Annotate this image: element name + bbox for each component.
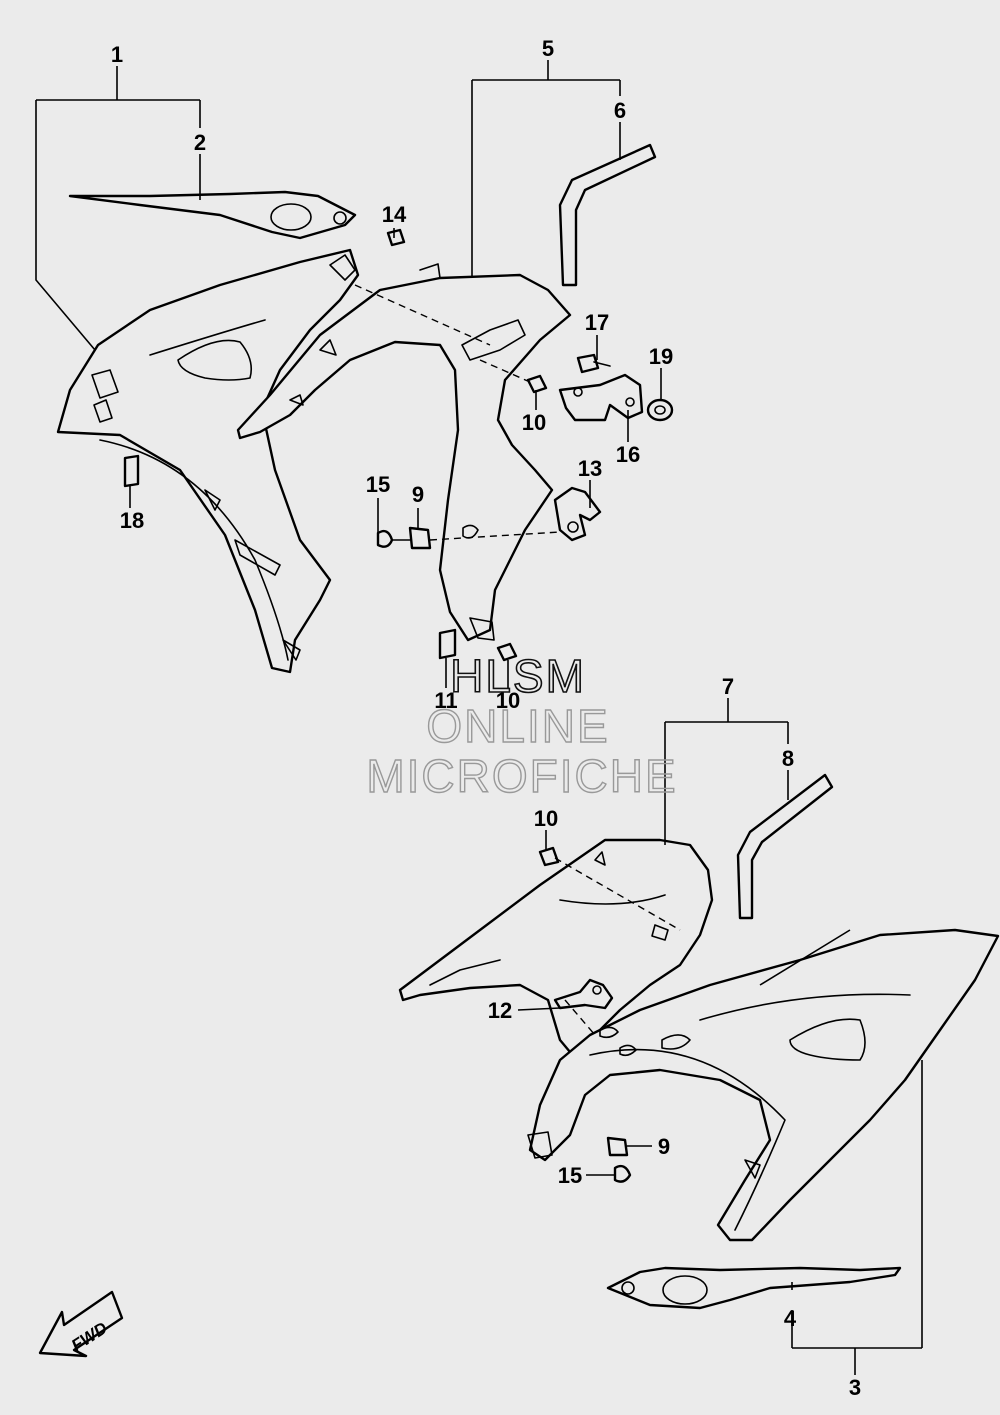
left-side-cowl — [56, 248, 360, 674]
right-nut-9 — [606, 1136, 629, 1157]
left-inner-cowl — [236, 273, 572, 642]
left-grommet — [646, 398, 674, 422]
callout-labels: 1 2 5 6 14 17 19 10 16 13 15 9 18 11 10 … — [111, 36, 861, 1400]
right-side-cowl — [528, 928, 1000, 1242]
callout-1: 1 — [111, 42, 123, 67]
callout-4: 4 — [784, 1306, 797, 1331]
left-side-cowling-assembly — [56, 143, 674, 674]
callout-15-upper: 15 — [366, 472, 390, 497]
left-emblem-strip — [68, 190, 357, 240]
left-clip-18 — [123, 454, 140, 488]
callout-18: 18 — [120, 508, 144, 533]
callout-15-lower: 15 — [558, 1163, 582, 1188]
left-screw-14 — [386, 228, 406, 247]
left-panel-strip — [558, 143, 657, 287]
leader-lines — [35, 60, 923, 1375]
callout-5: 5 — [542, 36, 554, 61]
left-screw-10b — [496, 642, 518, 662]
right-emblem-strip — [606, 1266, 902, 1310]
right-bolt-15 — [613, 1164, 632, 1183]
callout-10-middle: 10 — [496, 688, 520, 713]
callout-16: 16 — [616, 442, 640, 467]
callout-11: 11 — [434, 688, 457, 713]
callout-3: 3 — [849, 1375, 861, 1400]
left-nut-9 — [408, 526, 432, 550]
right-screw-10 — [538, 846, 560, 867]
callout-9-lower: 9 — [658, 1134, 670, 1159]
watermark-hlsm: HLSM — [450, 650, 586, 702]
callout-2: 2 — [194, 130, 206, 155]
right-bracket-12 — [553, 978, 614, 1010]
watermark: HLSM ONLINE MICROFICHE — [366, 649, 677, 803]
callout-10-upper: 10 — [522, 410, 546, 435]
right-panel-strip — [736, 773, 834, 920]
callout-10-lower: 10 — [534, 806, 558, 831]
callout-12: 12 — [488, 998, 512, 1023]
callout-9-upper: 9 — [412, 482, 424, 507]
callout-17: 17 — [585, 310, 609, 335]
left-bolt-17 — [576, 353, 600, 374]
callout-14: 14 — [382, 202, 407, 227]
callout-8: 8 — [782, 746, 794, 771]
left-screw-10a — [526, 374, 548, 394]
left-bracket-13 — [553, 486, 602, 542]
right-side-cowling-assembly — [398, 773, 1000, 1310]
callout-13: 13 — [578, 456, 602, 481]
callout-7: 7 — [722, 674, 734, 699]
left-bolt-15 — [376, 529, 394, 548]
left-clip-11 — [438, 628, 457, 660]
watermark-microfiche: MICROFICHE — [366, 750, 677, 802]
watermark-online: ONLINE — [426, 700, 609, 752]
callout-19: 19 — [649, 344, 673, 369]
right-inner-cowl — [398, 838, 714, 1060]
fwd-arrow-icon — [38, 1290, 124, 1358]
fwd-arrow: FWD — [38, 1290, 124, 1358]
callout-6: 6 — [614, 98, 626, 123]
